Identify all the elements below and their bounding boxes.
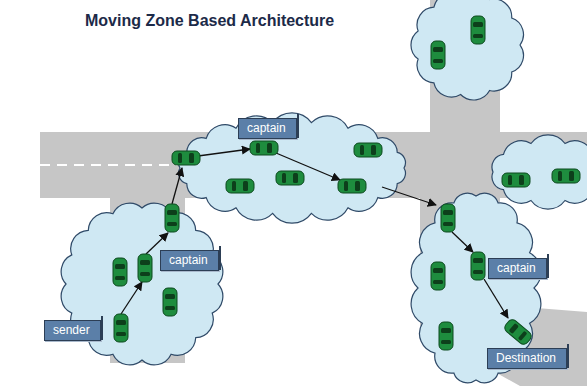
car [441, 204, 455, 232]
tag-text: Destination [496, 351, 556, 365]
label-tag: captain [160, 250, 219, 271]
car [276, 171, 304, 185]
tag-text: sender [53, 323, 90, 337]
car [431, 41, 445, 69]
tag-text: captain [497, 261, 536, 275]
car [354, 143, 382, 157]
zone-cloud [411, 0, 524, 100]
label-tag: Destination [487, 348, 567, 369]
vehicles [113, 16, 580, 350]
car [250, 141, 278, 155]
diagram-title: Moving Zone Based Architecture [85, 12, 334, 30]
car [552, 169, 580, 183]
car [114, 314, 128, 342]
zone-cloud [179, 113, 406, 223]
tag-text: captain [247, 121, 286, 135]
car [113, 258, 127, 286]
car [439, 322, 453, 350]
lane-marking [40, 164, 180, 166]
label-tag: sender [44, 320, 101, 341]
car [471, 16, 485, 44]
zone-cloud [492, 135, 587, 209]
car [338, 179, 366, 193]
label-tag: captain [488, 258, 547, 279]
car [226, 179, 254, 193]
car [138, 254, 152, 282]
car [503, 318, 533, 347]
tag-text: captain [169, 253, 208, 267]
car [165, 204, 179, 232]
car [431, 262, 445, 290]
car [471, 252, 485, 280]
zones [61, 0, 587, 383]
car [163, 288, 177, 316]
car [502, 173, 530, 187]
message-path [121, 149, 508, 318]
label-tag: captain [238, 118, 297, 139]
car [172, 151, 200, 165]
